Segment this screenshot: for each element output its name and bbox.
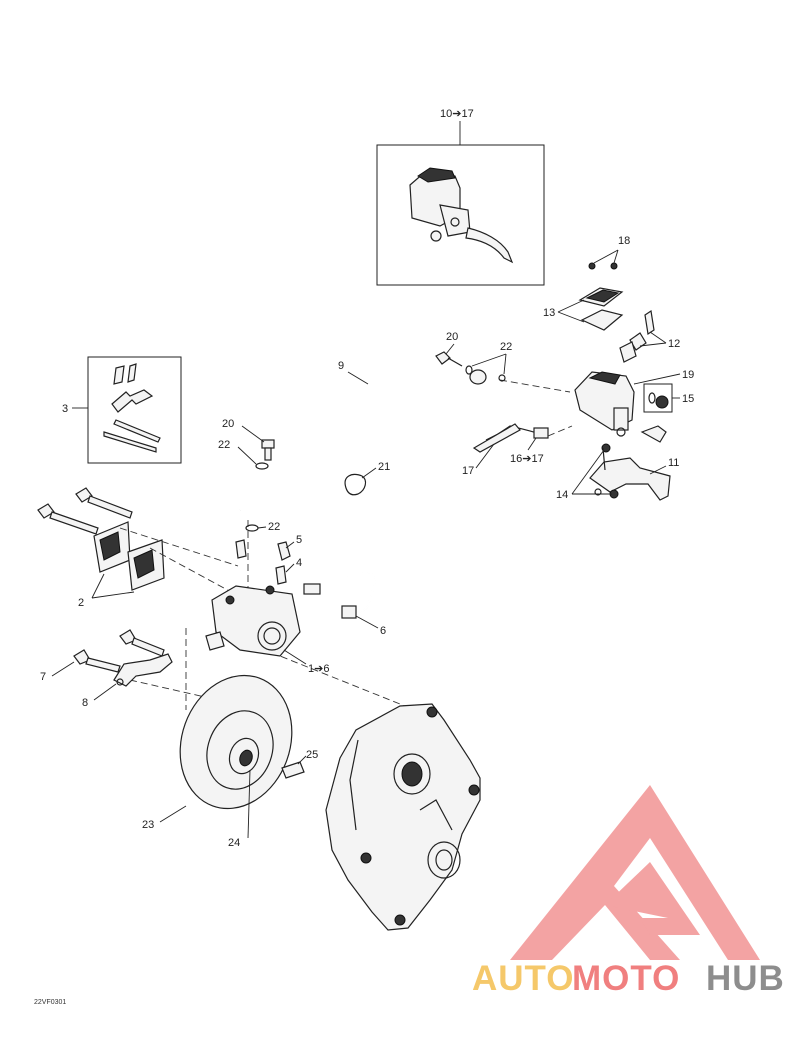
- pad-pins-illustration: [103, 363, 161, 453]
- banjo-bolt-lower: [255, 439, 275, 470]
- inset-box-pad-pins: [87, 356, 182, 464]
- wordmark-auto: AUTO: [472, 959, 575, 998]
- banjo-bolt-upper: [435, 351, 473, 375]
- callout-3: 3: [62, 403, 68, 415]
- callout-8: 8: [82, 697, 88, 709]
- callout-24: 24: [228, 837, 240, 849]
- wordmark-moto: MOTO: [572, 959, 680, 998]
- drawing-code: 22VF0301: [34, 999, 66, 1006]
- callout-22-lower: 22: [218, 439, 230, 451]
- callout-10-17: 10➔17: [440, 108, 474, 120]
- callout-22-upper: 22: [500, 341, 512, 353]
- callout-5: 5: [296, 534, 302, 546]
- callout-2: 2: [78, 597, 84, 609]
- inset-box-master-cylinder: [376, 144, 545, 286]
- callout-13: 13: [543, 307, 555, 319]
- reservoir-cap-parts: [578, 262, 624, 331]
- callout-14: 14: [556, 489, 568, 501]
- brake-disc: [179, 674, 293, 810]
- callout-19: 19: [682, 369, 694, 381]
- callout-23: 23: [142, 819, 154, 831]
- automotohub-logo: [510, 785, 760, 960]
- piston-kit: [640, 383, 673, 443]
- callout-12: 12: [668, 338, 680, 350]
- master-cylinder-body: [574, 371, 635, 437]
- caliper-long-bolts: [37, 487, 133, 535]
- callout-7: 7: [40, 671, 46, 683]
- callout-17: 17: [462, 465, 474, 477]
- hose-clip: [344, 473, 367, 496]
- callout-21: 21: [378, 461, 390, 473]
- pivot-bolts: [619, 309, 655, 363]
- callout-16-17: 16➔17: [510, 453, 544, 465]
- brake-caliper: [205, 585, 301, 657]
- master-cylinder-assembly-illustration: [409, 167, 514, 264]
- mount-bracket: [113, 653, 173, 687]
- callout-25: 25: [306, 749, 318, 761]
- callout-6: 6: [380, 625, 386, 637]
- brake-light-switch: [472, 423, 549, 453]
- callout-15: 15: [682, 393, 694, 405]
- disc-key: [281, 761, 305, 779]
- callout-1-6: 1➔6: [308, 663, 329, 675]
- brake-pads: [93, 521, 165, 591]
- brake-hose: [238, 369, 506, 511]
- callout-11: 11: [668, 457, 679, 469]
- callout-18: 18: [618, 235, 630, 247]
- callout-22-caliper: 22: [268, 521, 280, 533]
- callout-20-lower: 20: [222, 418, 234, 430]
- automotohub-wordmark: AUTO MOTO HUB: [472, 959, 785, 998]
- callout-4: 4: [296, 557, 302, 569]
- bleeder-screws: [235, 524, 291, 585]
- caliper-mount-bolts: [73, 629, 165, 673]
- callout-9: 9: [338, 360, 344, 372]
- callout-20-upper: 20: [446, 331, 458, 343]
- chaincase-housing: [325, 703, 481, 931]
- wordmark-hub: HUB: [706, 959, 785, 998]
- caliper-brake-line: [303, 570, 376, 619]
